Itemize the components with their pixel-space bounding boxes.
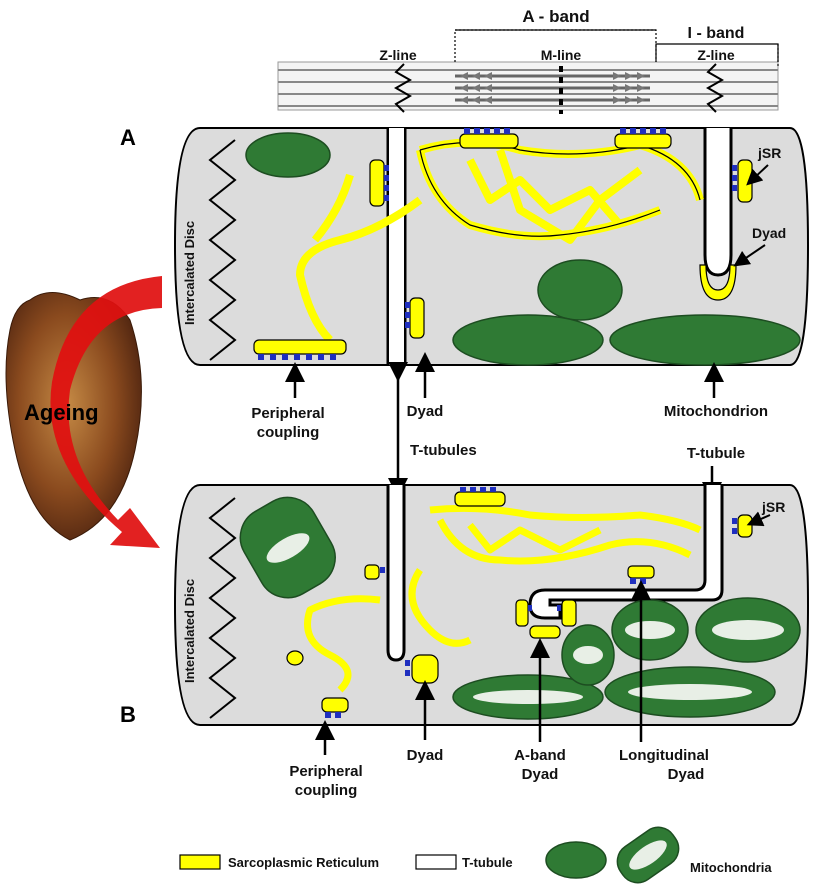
z-line-left-label: Z-line — [379, 47, 417, 63]
dyad-b-label: Dyad — [407, 747, 444, 764]
dyad-a-bottom-label: Dyad — [407, 403, 444, 420]
t-tubule-label: T-tubule — [687, 445, 745, 462]
legend-tt-swatch — [415, 854, 457, 870]
t-tubules-label: T-tubules — [410, 442, 477, 459]
jsr-a-label: jSR — [757, 145, 781, 161]
a-band-dyad-label-2: Dyad — [522, 766, 559, 783]
z-line-right-label: Z-line — [697, 47, 735, 63]
sr-network-b — [304, 504, 702, 693]
intercalated-disc-b — [208, 497, 237, 719]
z-line-right-mark — [705, 63, 725, 113]
z-line-left-mark — [393, 63, 413, 113]
legend-sr-swatch — [179, 854, 221, 870]
intercalated-disc-a-label: Intercalated Disc — [182, 221, 197, 325]
a-band-dyad-label-1: A-band — [514, 747, 566, 764]
dyad-a-right-label: Dyad — [752, 225, 786, 241]
legend-sr-label: Sarcoplasmic Reticulum — [228, 855, 379, 870]
peripheral-coupling-b-label-1: Peripheral — [289, 763, 362, 780]
ageing-label: Ageing — [24, 400, 99, 425]
legend-mito-aged — [616, 826, 680, 884]
i-band-label: I - band — [688, 25, 745, 42]
ageing-arrow — [50, 276, 162, 548]
ryr-clusters-a — [258, 128, 737, 360]
intercalated-disc-a — [208, 139, 237, 361]
legend-mito-label: Mitochondria — [690, 860, 772, 875]
t-tubule-b-left — [386, 485, 406, 662]
ageing-heart: Ageing — [5, 276, 162, 548]
longitudinal-dyad-label-1: Longitudinal — [619, 747, 709, 764]
peripheral-coupling-b-label-2: coupling — [295, 782, 358, 799]
intercalated-disc-b-label: Intercalated Disc — [182, 579, 197, 683]
peripheral-coupling-a-label-2: coupling — [257, 424, 320, 441]
sarcomere-strip: A - band I - band Z-line M-line Z-line — [277, 7, 779, 114]
panel-a-cell — [173, 127, 810, 366]
jsr-b — [286, 491, 753, 713]
a-band-label: A - band — [522, 7, 589, 26]
mitochondrion-label: Mitochondrion — [664, 403, 768, 420]
panel-a: A Intercalated Disc — [120, 125, 810, 441]
t-tubule-a-right — [703, 128, 733, 277]
mitochondria-a — [245, 132, 801, 366]
panel-b: B Intercalated Disc — [120, 484, 810, 799]
mitochondria-b-cristae — [266, 533, 784, 704]
panel-b-letter: B — [120, 702, 136, 727]
legend-mito-young — [545, 841, 607, 879]
peripheral-coupling-a-label-1: Peripheral — [251, 405, 324, 422]
legend: Sarcoplasmic Reticulum T-tubule Mitochon… — [179, 826, 772, 884]
m-line-label: M-line — [541, 47, 582, 63]
jsr-b-label: jSR — [761, 499, 785, 515]
middle-labels: T-tubules T-tubule — [388, 362, 745, 502]
longitudinal-dyad-label-2: Dyad — [668, 766, 705, 783]
legend-tt-label: T-tubule — [462, 855, 513, 870]
panel-a-letter: A — [120, 125, 136, 150]
